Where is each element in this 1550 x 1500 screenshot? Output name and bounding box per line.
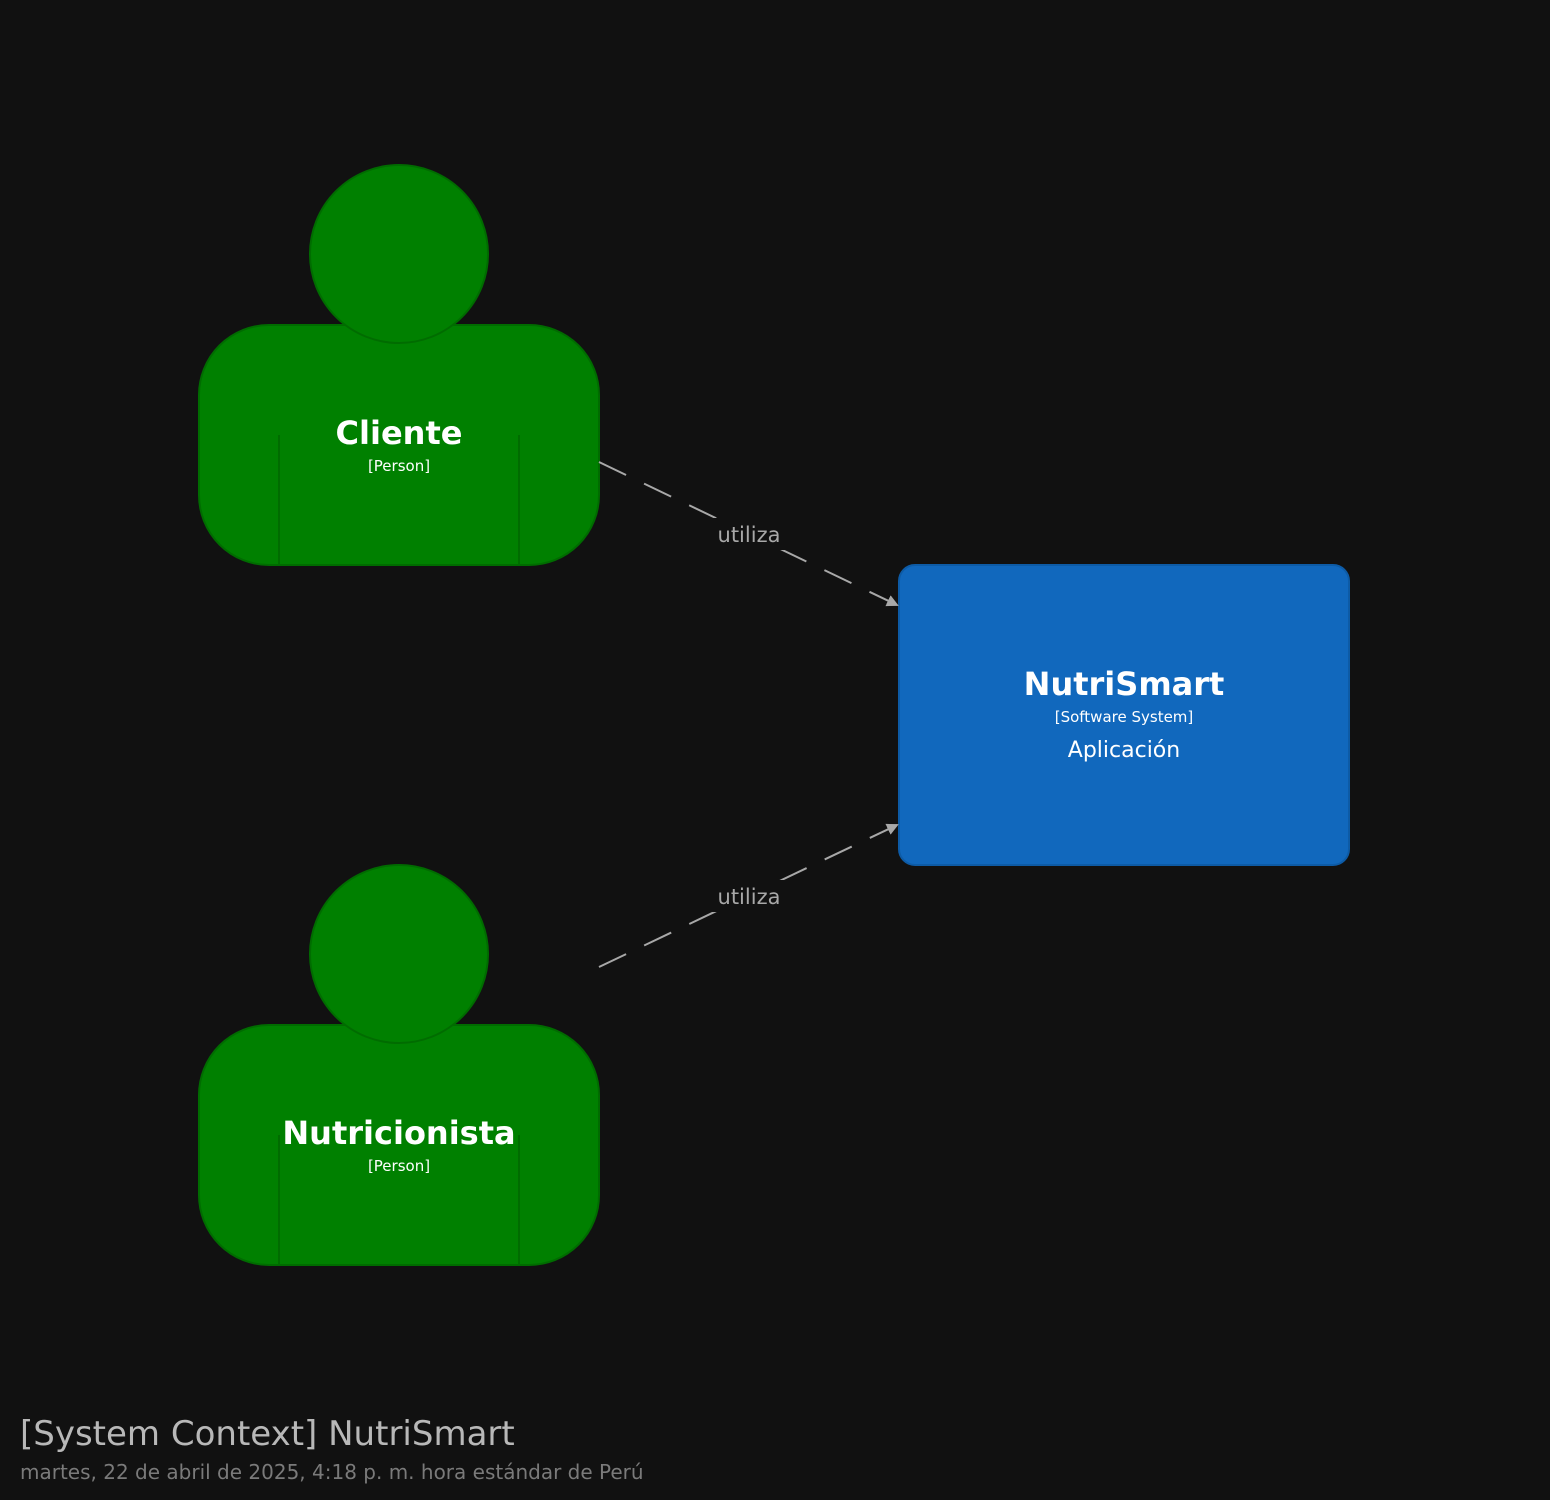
person-type: [Person] — [368, 1157, 430, 1175]
relationship-label-bg — [712, 880, 786, 912]
person-nutricionista[interactable]: Nutricionista [Person] — [198, 864, 600, 1266]
relationship-label: utiliza — [718, 523, 781, 547]
person-type: [Person] — [368, 457, 430, 475]
person-name: Nutricionista — [282, 1114, 515, 1152]
person-head — [309, 864, 489, 1044]
person-name: Cliente — [336, 414, 463, 452]
relationship-label-bg — [712, 518, 786, 550]
relationship-cliente-nutrismart[interactable]: utiliza — [598, 461, 899, 607]
software-system-nutrismart[interactable]: NutriSmart [Software System] Aplicación — [898, 564, 1350, 866]
system-type: [Software System] — [1055, 708, 1194, 726]
diagram-title: [System Context] NutriSmart — [20, 1414, 515, 1454]
system-name: NutriSmart — [1024, 665, 1225, 703]
relationship-label: utiliza — [718, 885, 781, 909]
system-description: Aplicación — [1068, 738, 1180, 763]
relationship-nutricionista-nutrismart[interactable]: utiliza — [598, 823, 899, 968]
diagram-date: martes, 22 de abril de 2025, 4:18 p. m. … — [20, 1460, 644, 1484]
person-head — [309, 164, 489, 344]
system-box — [898, 564, 1350, 866]
person-cliente[interactable]: Cliente [Person] — [198, 164, 600, 566]
